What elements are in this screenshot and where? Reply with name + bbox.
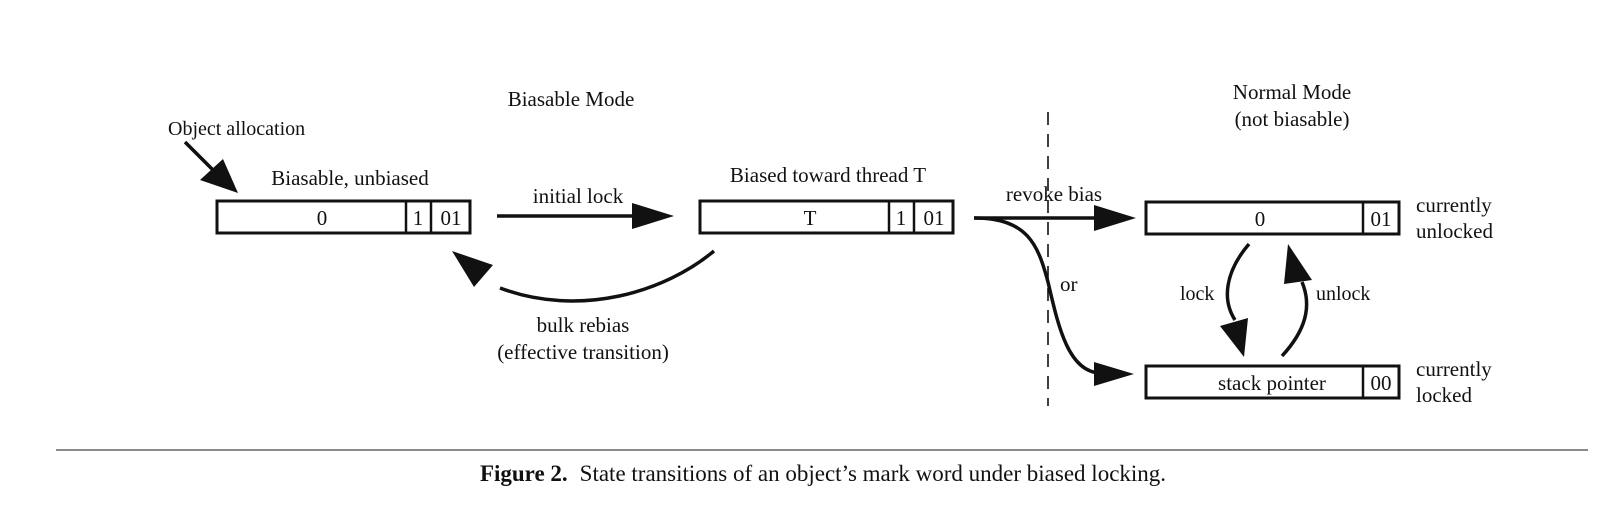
unlocked-hash-cell: 0 <box>1255 207 1266 231</box>
unbiased-mark-word: 0 1 01 <box>215 199 472 235</box>
initial-lock-arrowhead <box>632 203 674 229</box>
biased-thread-cell: T <box>804 206 817 230</box>
bulk-rebias-label: bulk rebias <box>537 313 630 337</box>
biased-lock-bits-cell: 01 <box>924 206 945 230</box>
bulk-rebias-arrowhead <box>452 251 493 287</box>
locked-side-label: currently <box>1416 357 1492 381</box>
lock-label: lock <box>1180 283 1214 305</box>
unlocked-lock-bits-cell: 01 <box>1371 207 1392 231</box>
figure-caption: Figure 2. State transitions of an object’… <box>480 461 1166 486</box>
locked-stack-pointer-cell: stack pointer <box>1218 371 1326 395</box>
caption-text: State transitions of an object’s mark wo… <box>580 461 1166 486</box>
unlock-arrowhead <box>1284 244 1312 284</box>
normal-mode-subheading: (not biasable) <box>1235 107 1350 131</box>
lock-arrowhead <box>1220 318 1248 357</box>
unlocked-side-sublabel: unlocked <box>1416 219 1493 243</box>
or-branch-arrowhead <box>1094 362 1134 386</box>
unlock-label: unlock <box>1316 283 1370 305</box>
revoke-bias-label: revoke bias <box>1006 182 1102 206</box>
normal-mode-heading: Normal Mode <box>1233 80 1351 104</box>
locked-mark-word: stack pointer 00 <box>1144 364 1401 400</box>
unbiased-state-title: Biasable, unbiased <box>271 166 429 190</box>
biased-mark-word: T 1 01 <box>698 199 955 235</box>
or-label: or <box>1060 272 1078 296</box>
unlocked-mark-word: 0 01 <box>1144 200 1401 236</box>
locked-side-sublabel: locked <box>1416 383 1472 407</box>
object-allocation-label: Object allocation <box>168 118 305 140</box>
caption-label: Figure 2. <box>480 461 568 486</box>
unlocked-side-label: currently <box>1416 193 1492 217</box>
revoke-bias-arrowhead <box>1094 205 1136 231</box>
initial-lock-label: initial lock <box>533 184 624 208</box>
bulk-rebias-arrow-line <box>499 249 716 303</box>
locked-lock-bits-cell: 00 <box>1371 371 1392 395</box>
bulk-rebias-sublabel: (effective transition) <box>497 340 669 364</box>
unlock-arrow-line <box>1280 281 1309 358</box>
biased-state-title: Biased toward thread T <box>730 163 926 187</box>
biased-bias-bit-cell: 1 <box>896 206 907 230</box>
unbiased-bias-bit-cell: 1 <box>413 206 424 230</box>
object-allocation-arrowhead <box>200 159 238 193</box>
biasable-mode-heading: Biasable Mode <box>508 87 635 111</box>
object-allocation-arrow-line <box>183 140 215 172</box>
or-branch-arrow-line <box>973 216 1101 375</box>
unbiased-hash-cell: 0 <box>317 206 328 230</box>
lock-arrow-line <box>1225 242 1251 321</box>
unbiased-lock-bits-cell: 01 <box>441 206 462 230</box>
